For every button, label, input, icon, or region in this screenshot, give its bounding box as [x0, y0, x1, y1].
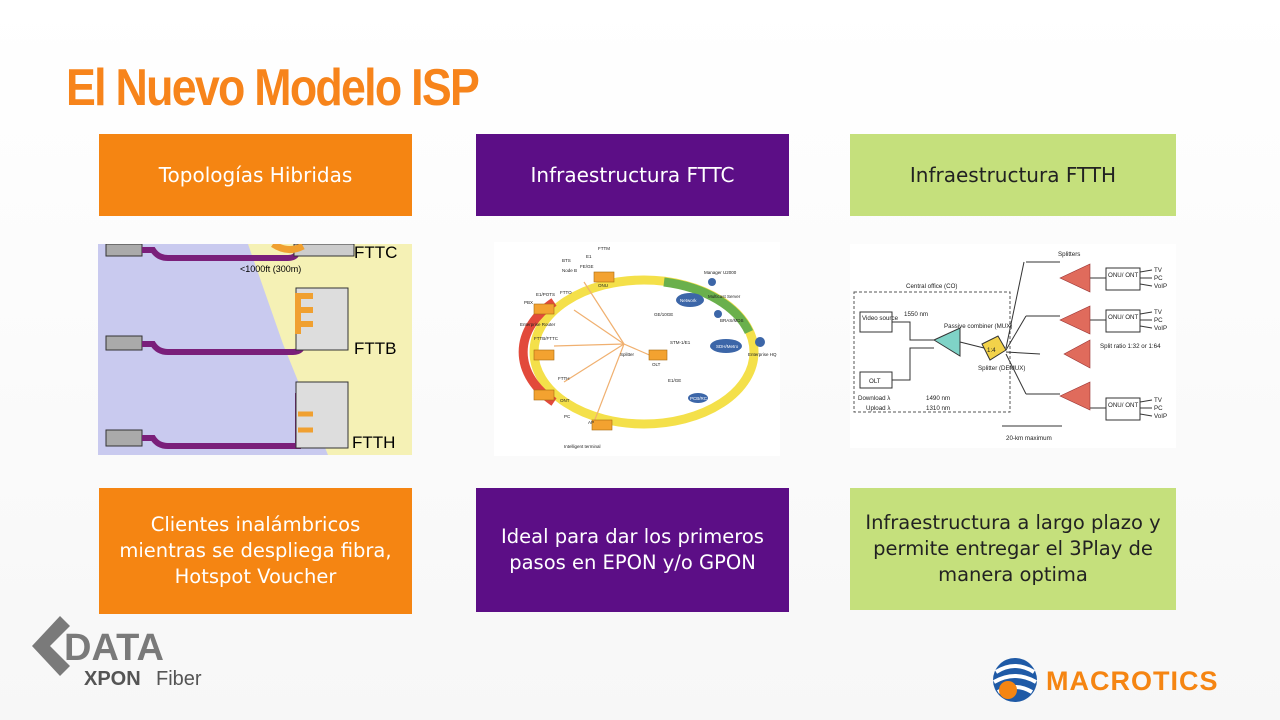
- n2-e1pots: E1/POTS: [536, 292, 555, 297]
- n2-multicast: Multicast Server: [708, 294, 741, 299]
- n2-ftto: FTTO: [560, 290, 572, 295]
- footer-ftth: Infraestructura a largo plazo y permite …: [850, 488, 1176, 610]
- label-fttb: FTTB: [354, 339, 397, 358]
- n3-voip-3: VoIP: [1154, 413, 1167, 420]
- n2-pbx: PBX: [524, 300, 533, 305]
- n2-bts: BTS: [562, 258, 571, 263]
- n2-pc: PC: [564, 414, 571, 419]
- fttc-network-diagram: FTTM BTS E1 FE/GE Node B ONU E1/POTS PBX…: [494, 242, 780, 456]
- slide-title: El Nuevo Modelo ISP: [66, 59, 480, 117]
- n2-onu: ONU: [598, 283, 608, 288]
- logo-xpon-text: XPON: [84, 668, 141, 690]
- n3-download: Download λ: [858, 395, 891, 402]
- n3-voip-1: VoIP: [1154, 283, 1167, 290]
- n2-fege: FE/GE: [580, 264, 594, 269]
- n2-e1: E1: [586, 254, 592, 259]
- logo-macrotics-text: MACROTICS: [1046, 666, 1219, 696]
- n3-onu-2: ONU/ ONT: [1108, 314, 1138, 321]
- logo-data-text: DATA: [64, 627, 164, 669]
- n2-nodeb: Node B: [562, 268, 577, 273]
- n3-onu-3: ONU/ ONT: [1108, 402, 1138, 409]
- n3-tv-1: TV: [1154, 267, 1163, 274]
- n3-onu-1: ONU/ ONT: [1108, 272, 1138, 279]
- n2-bras: BRAS/MDS: [720, 318, 744, 323]
- n3-pc-1: PC: [1154, 275, 1163, 282]
- n3-tv-2: TV: [1154, 309, 1163, 316]
- n3-central-office: Central office (CO): [906, 283, 957, 290]
- header-ftth: Infraestructura FTTH: [850, 134, 1176, 216]
- n2-e1ge: E1/GE: [668, 378, 681, 383]
- n2-ftth: FTTH: [558, 376, 570, 381]
- header-hybrid-topologies: Topologías Hibridas: [99, 134, 412, 216]
- n3-combiner: Passive combiner (MUX): [944, 323, 1012, 330]
- n3-1490: 1490 nm: [926, 395, 950, 402]
- n3-olt: OLT: [869, 378, 881, 385]
- data-xpon-fiber-logo: DATA XPON Fiber: [32, 616, 202, 690]
- n3-voip-2: VoIP: [1154, 325, 1167, 332]
- n2-enterprise-router: Enterprise Router: [520, 322, 556, 327]
- n2-olt: OLT: [652, 362, 661, 367]
- n2-ap: AP: [588, 420, 594, 425]
- n3-split-ratio: Split ratio 1:32 or 1:64: [1100, 343, 1161, 350]
- n3-pc-2: PC: [1154, 317, 1163, 324]
- n2-enterprise-hq: Enterprise HQ: [748, 352, 777, 357]
- n2-ge10ge: GE/10GE: [654, 312, 673, 317]
- footer-hybrid-topologies: Clientes inalámbricos mientras se despli…: [99, 488, 412, 614]
- n3-pc-3: PC: [1154, 405, 1163, 412]
- label-ftth: FTTH: [352, 433, 395, 452]
- n3-demux: Splitter (DEMUX): [978, 365, 1025, 372]
- n2-network: Network: [680, 298, 697, 303]
- macrotics-globe-icon: [993, 658, 1037, 702]
- n3-distance: 20-km maximum: [1006, 435, 1052, 442]
- n3-upload: Upload λ: [866, 405, 891, 412]
- n2-fttm: FTTM: [598, 246, 610, 251]
- n2-manager: Manager U2000: [704, 270, 737, 275]
- n3-ratio: 1:4: [987, 347, 996, 354]
- n2-intelligent: Intelligent terminal: [564, 444, 601, 449]
- label-fttc: FTTC: [354, 244, 397, 262]
- footer-fttc: Ideal para dar los primeros pasos en EPO…: [476, 488, 789, 612]
- fttx-topology-diagram: FTTC FTTB FTTH <1000ft (300m): [98, 244, 412, 455]
- n2-ont: ONT: [560, 398, 570, 403]
- n2-stm1: STM-1/E1: [670, 340, 691, 345]
- n3-video-source: Video source: [862, 315, 899, 322]
- n3-tv-3: TV: [1154, 397, 1163, 404]
- n3-1310: 1310 nm: [926, 405, 950, 412]
- n3-1550: 1550 nm: [904, 311, 928, 318]
- ftth-architecture-diagram: Central office (CO) Video source 1550 nm…: [850, 244, 1176, 448]
- header-fttc: Infraestructura FTTC: [476, 134, 789, 216]
- logo-fiber-text: Fiber: [156, 668, 202, 690]
- n3-splitters: Splitters: [1058, 251, 1080, 258]
- n2-fttb: FTTB/FTTC: [534, 336, 559, 341]
- n2-sdh: SDH/Metro: [716, 344, 739, 349]
- n2-splitter: Splitter: [620, 352, 635, 357]
- n2-pcbrc: PCB/RC: [690, 396, 708, 401]
- macrotics-logo: MACROTICS: [993, 658, 1219, 702]
- label-distance: <1000ft (300m): [240, 264, 301, 274]
